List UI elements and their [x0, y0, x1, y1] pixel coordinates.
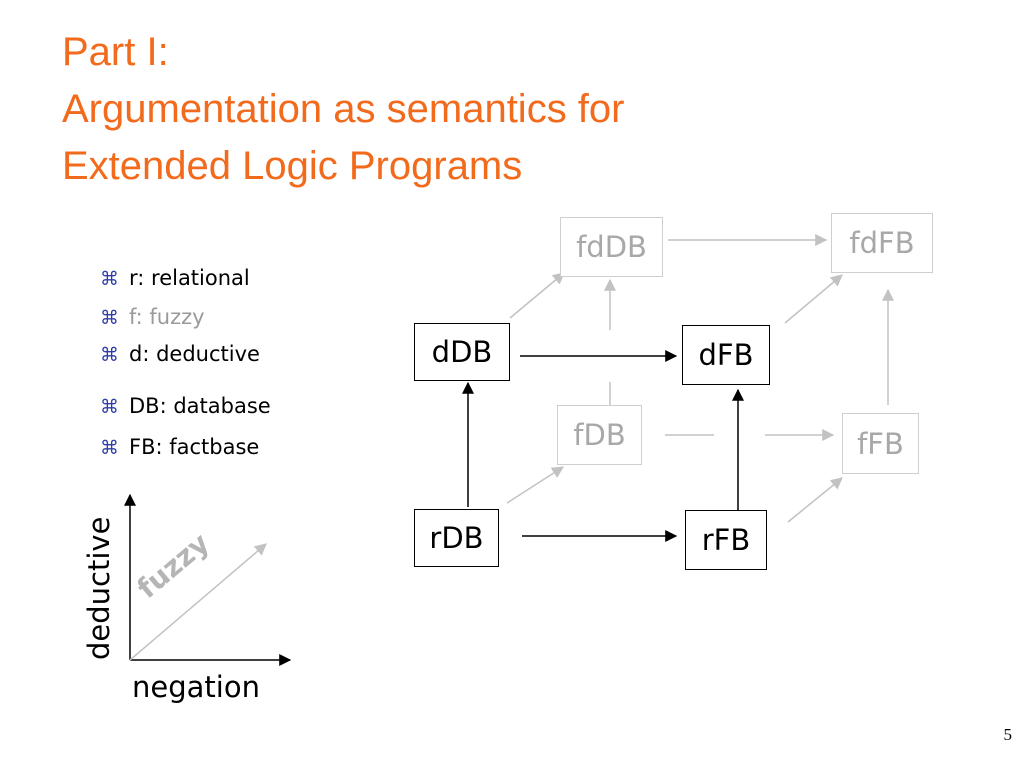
command-key-icon: ⌘ — [100, 344, 119, 366]
command-key-icon: ⌘ — [100, 437, 119, 459]
legend-text: d: deductive — [129, 342, 260, 366]
slide-title: Part I: Argumentation as semantics for E… — [62, 24, 624, 195]
node-ddb: dDB — [414, 323, 510, 381]
legend-text: DB: database — [129, 394, 271, 418]
node-ffb: fFB — [842, 413, 919, 474]
title-line-3: Extended Logic Programs — [62, 144, 523, 188]
edge-ddb-fddb — [509, 272, 565, 319]
command-key-icon: ⌘ — [100, 307, 119, 329]
node-rdb: rDB — [414, 509, 499, 567]
command-key-icon: ⌘ — [100, 268, 119, 290]
node-fdb: fDB — [557, 405, 642, 465]
node-dfb: dFB — [682, 325, 770, 385]
legend-text: f: fuzzy — [129, 305, 205, 329]
legend-item-fuzzy: ⌘ f: fuzzy — [100, 305, 205, 329]
legend-text: r: relational — [129, 266, 250, 290]
edge-rfb-ffb — [787, 477, 843, 523]
legend-text: FB: factbase — [129, 435, 260, 459]
title-line-2: Argumentation as semantics for — [62, 87, 625, 131]
title-line-1: Part I: — [62, 30, 169, 74]
node-rfb: rFB — [685, 510, 767, 570]
edge-rdb-fdb — [506, 466, 565, 504]
command-key-icon: ⌘ — [100, 396, 119, 418]
legend-item-deductive: ⌘ d: deductive — [100, 342, 260, 366]
node-fddb: fdDB — [560, 217, 663, 277]
legend-item-database: ⌘ DB: database — [100, 394, 271, 418]
node-fdfb: fdFB — [831, 213, 933, 273]
legend-item-relational: ⌘ r: relational — [100, 266, 250, 290]
x-axis-label: negation — [132, 670, 260, 704]
fuzzy-diagonal — [129, 543, 267, 661]
y-axis-label: deductive — [82, 516, 116, 660]
page-number: 5 — [1003, 725, 1013, 744]
legend-item-factbase: ⌘ FB: factbase — [100, 435, 259, 459]
edge-dfb-fdfb — [784, 274, 843, 324]
